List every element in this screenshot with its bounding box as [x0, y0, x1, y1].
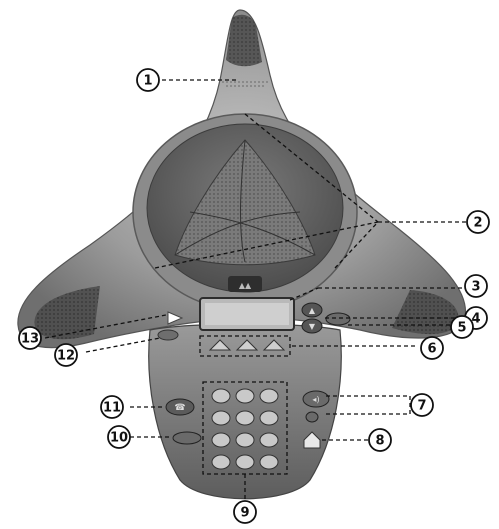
lcd-screen [205, 303, 289, 325]
callout-12: 12 [55, 344, 77, 366]
callout-number: 11 [103, 401, 121, 416]
callout-13: 13 [19, 327, 41, 349]
keypad-key[interactable] [260, 433, 278, 447]
callout-number: 9 [240, 506, 249, 521]
callout-2: 2 [467, 211, 489, 233]
keypad-key[interactable] [236, 455, 254, 469]
callout-number: 2 [473, 216, 482, 231]
keypad-key[interactable] [260, 389, 278, 403]
callout-5: 5 [451, 316, 473, 338]
keypad-key[interactable] [260, 411, 278, 425]
callout-6: 6 [421, 337, 443, 359]
redial-icon[interactable] [173, 432, 201, 444]
callout-number: 12 [57, 349, 75, 364]
callout-number: 10 [110, 431, 128, 446]
svg-text:▲▲: ▲▲ [239, 281, 252, 290]
callout-number: 1 [143, 74, 152, 89]
keypad-key[interactable] [212, 455, 230, 469]
callout-8: 8 [369, 429, 391, 451]
keypad-key[interactable] [260, 455, 278, 469]
keypad-key[interactable] [236, 433, 254, 447]
svg-text:▲: ▲ [309, 306, 316, 315]
callout-11: 11 [101, 396, 123, 418]
keypad-key[interactable] [236, 411, 254, 425]
callout-number: 13 [21, 332, 39, 347]
top-speaker-grille [226, 15, 262, 67]
mute-button[interactable] [158, 330, 178, 340]
callout-10: 10 [108, 426, 130, 448]
callout-number: 7 [417, 399, 426, 414]
callout-9: 9 [234, 501, 256, 523]
callout-number: 8 [375, 434, 384, 449]
keypad-key[interactable] [212, 433, 230, 447]
callout-number: 5 [457, 321, 466, 336]
callout-7: 7 [411, 394, 433, 416]
callout-number: 3 [471, 280, 480, 295]
svg-text:☎: ☎ [174, 403, 185, 413]
svg-text:▼: ▼ [309, 322, 316, 331]
center-speaker: ▲▲ [133, 114, 357, 310]
menu-button[interactable] [326, 313, 350, 325]
phone-console: ▲ ▼ ◂) ☎ [149, 298, 350, 499]
callout-number: 6 [427, 342, 436, 357]
volume-down-button[interactable] [306, 412, 318, 422]
keypad-key[interactable] [212, 411, 230, 425]
soft-keys [210, 340, 284, 350]
svg-text:◂): ◂) [312, 395, 319, 404]
callout-3: 3 [465, 275, 487, 297]
keypad-key[interactable] [212, 389, 230, 403]
keypad-key[interactable] [236, 389, 254, 403]
callout-1: 1 [137, 69, 159, 91]
